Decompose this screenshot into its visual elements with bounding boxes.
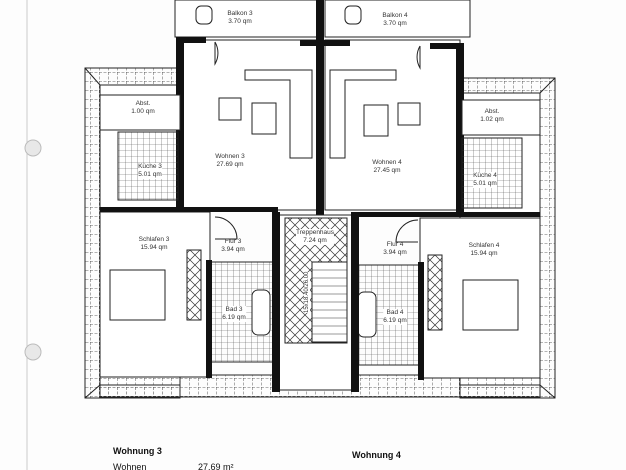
room-area: 1.02 qm	[480, 116, 504, 123]
room-name: Küche 4	[473, 172, 497, 179]
room-name: Schlafen 4	[468, 242, 500, 249]
room-area: 15.94 qm	[140, 244, 168, 251]
chair-icon	[344, 5, 362, 25]
room-area: 15.94 qm	[470, 250, 498, 257]
room-name: Bad 3	[225, 306, 243, 313]
bed-3	[109, 269, 166, 321]
living-room-4	[324, 39, 461, 211]
abstell-4	[461, 99, 541, 136]
wohnung-3-title: Wohnung 3	[113, 446, 162, 456]
room-area: 3.94 qm	[221, 246, 245, 253]
room-name: Flur 4	[386, 241, 404, 248]
room-area: 5.01 qm	[473, 180, 497, 187]
room-name: Flur 3	[224, 238, 242, 245]
room-area: 27.45 qm	[373, 167, 401, 174]
abst-4-label: Abst.1.02 qm	[480, 108, 504, 124]
bed-4	[462, 279, 519, 331]
table-4	[363, 104, 389, 137]
punch-hole-bottom	[24, 343, 42, 361]
punch-hole-top	[24, 139, 42, 157]
room-area: 3.94 qm	[383, 249, 407, 256]
living-room-3	[179, 39, 319, 211]
sofa-4	[329, 69, 397, 159]
room-area: 3.70 qm	[228, 18, 252, 25]
wohnung-3-row-value: 27.69 m²	[198, 462, 234, 470]
abstell-3	[99, 94, 181, 131]
room-name: Schlafen 3	[138, 236, 170, 243]
room-name: Abst.	[484, 108, 500, 115]
wohnung-4-title: Wohnung 4	[352, 450, 401, 460]
table-3	[251, 102, 277, 135]
room-area: 5.01 qm	[138, 171, 162, 178]
room-area: 6.19 qm	[383, 317, 407, 324]
abst-3-label: Abst.1.00 qm	[131, 100, 155, 116]
room-area: 3.70 qm	[383, 20, 407, 27]
room-name: Balkon 4	[382, 12, 408, 19]
room-area: 1.00 qm	[131, 108, 155, 115]
room-name: Balkon 3	[227, 10, 253, 17]
stair-dimension: 15x18.40/26.00	[304, 271, 310, 313]
room-name: Bad 4	[386, 309, 404, 316]
chair-icon	[195, 5, 213, 25]
party-wall	[316, 0, 324, 215]
sofa-3	[244, 69, 313, 159]
room-name: Abst.	[135, 100, 151, 107]
room-area: 27.69 qm	[216, 161, 244, 168]
room-name: Wohnen 3	[215, 153, 245, 160]
room-name: Wohnen 4	[372, 159, 402, 166]
room-area: 7.24 qm	[303, 237, 327, 244]
room-area: 6.19 qm	[222, 314, 246, 321]
room-name: Küche 3	[138, 163, 162, 170]
room-name: Treppenhaus	[295, 229, 335, 236]
wohnung-3-row-label: Wohnen	[113, 462, 147, 470]
